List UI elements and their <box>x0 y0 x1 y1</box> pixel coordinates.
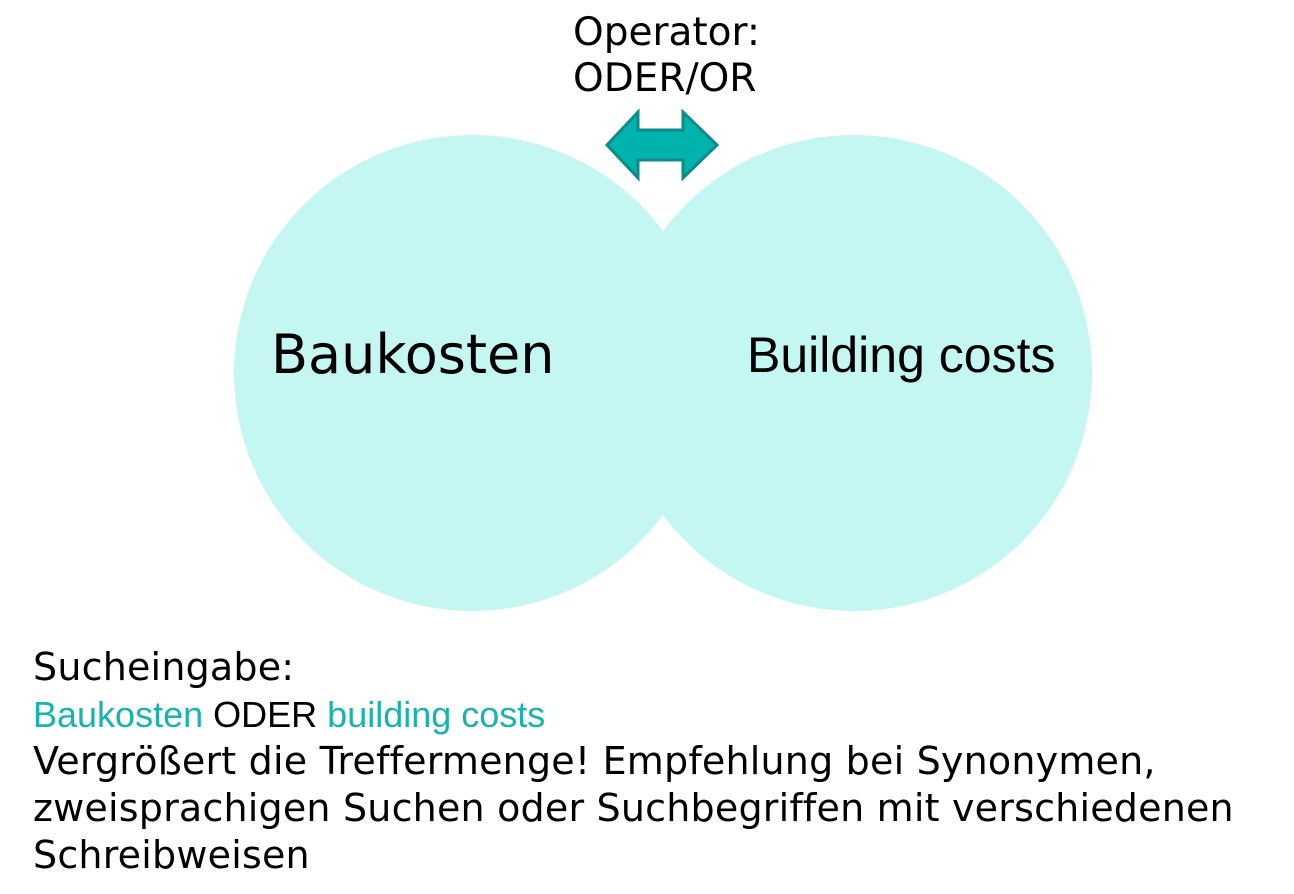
operator-value: ODER/OR <box>573 56 757 101</box>
query-operator: ODER <box>213 694 318 735</box>
search-explanation: Sucheingabe: Baukosten ODER building cos… <box>33 644 1291 879</box>
query-term-1: Baukosten <box>33 694 204 735</box>
right-set-label: Building costs <box>747 327 1056 383</box>
left-set-circle <box>234 135 710 611</box>
right-set-circle <box>616 135 1092 611</box>
explanation-line-2: zweisprachigen Suchen oder Suchbegriffen… <box>33 786 1234 830</box>
operator-title: Operator: <box>573 10 761 55</box>
explanation-line-1: Vergrößert die Treffermenge! Empfehlung … <box>33 739 1156 783</box>
double-headed-arrow-icon <box>604 108 720 182</box>
left-set-label: Baukosten <box>271 323 555 386</box>
query-term-2: building costs <box>327 694 546 735</box>
explanation-line-3: Schreibweisen <box>33 833 310 877</box>
search-query-example: Baukosten ODER building costs <box>33 691 1291 738</box>
operator-label: Operator: ODER/OR <box>573 10 760 102</box>
search-input-heading: Sucheingabe: <box>33 645 295 689</box>
